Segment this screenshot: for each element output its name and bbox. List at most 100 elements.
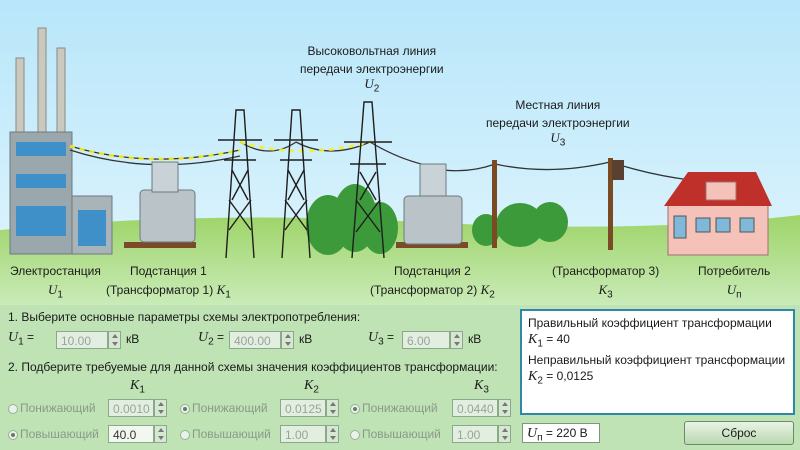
plant-var: U [47, 282, 58, 297]
consumer-sub: п [736, 289, 742, 301]
result-correct-value: K1 = 40 [528, 331, 787, 352]
u2-unit: кВ [299, 332, 313, 346]
result-correct-title: Правильный коэффициент трансформации [528, 316, 772, 330]
result-k2-sub: 2 [537, 375, 543, 387]
local-line-label: Местная линия передачи электроэнергии U3 [486, 98, 630, 148]
u3-sub: 3 [378, 336, 384, 348]
k2-var: K [304, 378, 314, 393]
power-grid-scene [0, 0, 800, 305]
k2-down-spinner[interactable] [326, 399, 339, 417]
k3-down-spinner[interactable] [498, 399, 511, 417]
u2-label: U2 = [198, 330, 224, 347]
hv-sub: 2 [373, 83, 380, 95]
u2-sub: 2 [208, 336, 214, 348]
k1-down-input[interactable]: 0.0010 [108, 399, 154, 417]
k2-up-input[interactable]: 1.00 [280, 425, 326, 443]
consumer-var: U [726, 282, 737, 297]
result-k2-var: K [528, 369, 538, 385]
u3-eq: = [387, 330, 395, 344]
result-box: Правильный коэффициент трансформации K1 … [520, 309, 795, 415]
substation-1 [124, 161, 196, 248]
k1-down-spinner[interactable] [154, 399, 167, 417]
up-var: U [527, 426, 538, 441]
k1-step-down-label: Понижающий [20, 401, 96, 415]
k2-header: K2 [304, 378, 319, 395]
k2-up-spinner[interactable] [326, 425, 339, 443]
result-k1-val: = 40 [542, 332, 570, 346]
k3-step-down-label: Понижающий [362, 401, 438, 415]
u1-var: U [8, 330, 19, 345]
k3-step-down-radio[interactable] [350, 404, 360, 414]
result-wrong-value: K2 = 0,0125 [528, 368, 787, 389]
k3-up-input[interactable]: 1.00 [452, 425, 498, 443]
k2-down-input[interactable]: 0.0125 [280, 399, 326, 417]
k3-header: K3 [474, 378, 489, 395]
sub2-sub: 2 [489, 289, 495, 301]
k2-step-down-radio[interactable] [180, 404, 190, 414]
k1-step-down-radio[interactable] [8, 404, 18, 414]
local-var: U [550, 130, 560, 145]
sub2-subtitle: (Трансформатор 2) [370, 283, 478, 297]
k2-sub: 2 [313, 384, 319, 396]
plant-sub: 1 [57, 289, 63, 301]
hv-line-title: Высоковольтная линия [307, 44, 437, 58]
plant-label: Электростанция U1 [10, 264, 101, 300]
k2-step-up-label: Повышающий [192, 427, 271, 441]
consumer-title: Потребитель [698, 264, 771, 278]
k2-step-up-radio[interactable] [180, 430, 190, 440]
u2-eq: = [217, 330, 225, 344]
u3-spinner[interactable] [450, 331, 463, 349]
step2-text: 2. Подберите требуемые для данной схемы … [8, 360, 498, 374]
u3-var: U [368, 330, 379, 345]
u1-unit: кВ [126, 332, 140, 346]
k1-up-input[interactable]: 40.0 [108, 425, 154, 443]
k3-step-up-radio[interactable] [350, 430, 360, 440]
tr3-var: K [598, 282, 608, 297]
step1-text: 1. Выберите основные параметры схемы эле… [8, 310, 361, 324]
sub1-sub: 1 [225, 289, 231, 301]
k2-step-down-label: Понижающий [192, 401, 268, 415]
consumer-voltage-readout: Uп = 220 В [522, 423, 600, 443]
u1-input[interactable]: 10.00 [56, 331, 108, 349]
k1-var: K [130, 378, 140, 393]
hv-var: U [364, 76, 374, 91]
local-line-title: Местная линия [515, 98, 601, 112]
result-k2-val: = 0,0125 [542, 369, 594, 384]
consumer-house [664, 172, 772, 256]
sub2-title: Подстанция 2 [394, 264, 471, 278]
u2-spinner[interactable] [281, 331, 294, 349]
consumer-label: Потребитель Uп [698, 264, 770, 300]
local-line-poles [492, 158, 624, 250]
tr3-sub: 3 [607, 289, 613, 301]
plant-title: Электростанция [10, 264, 101, 278]
sub1-subtitle: (Трансформатор 1) [106, 283, 214, 297]
sub1-label: Подстанция 1 (Трансформатор 1) K1 [106, 264, 231, 300]
result-k1-var: K [528, 332, 538, 347]
u3-unit: кВ [468, 332, 482, 346]
tr3-title: (Трансформатор 3) [552, 264, 660, 278]
sub2-var: K [480, 282, 490, 297]
sub1-var: K [216, 282, 226, 297]
substation-2 [396, 163, 468, 248]
u2-input[interactable]: 400.00 [229, 331, 281, 349]
reset-button[interactable]: Сброс [684, 421, 794, 445]
u3-input[interactable]: 6.00 [402, 331, 450, 349]
hv-line-label: Высоковольтная линия передачи электроэне… [300, 44, 444, 94]
local-sub: 3 [559, 137, 566, 149]
k3-up-spinner[interactable] [498, 425, 511, 443]
up-sub: п [537, 432, 543, 444]
k1-sub: 1 [139, 384, 145, 396]
power-plant [9, 27, 113, 255]
k3-sub: 3 [483, 384, 489, 396]
k1-step-up-label: Повышающий [20, 427, 99, 441]
u1-label: U1 = [8, 330, 34, 347]
k1-step-up-radio[interactable] [8, 430, 18, 440]
u1-spinner[interactable] [108, 331, 121, 349]
u1-eq: = [27, 330, 35, 344]
u1-sub: 1 [18, 336, 24, 348]
transmission-towers [218, 101, 392, 259]
local-line-subtitle: передачи электроэнергии [486, 116, 630, 130]
hv-line-subtitle: передачи электроэнергии [300, 62, 444, 76]
k3-down-input[interactable]: 0.0440 [452, 399, 498, 417]
k1-up-spinner[interactable] [154, 425, 167, 443]
